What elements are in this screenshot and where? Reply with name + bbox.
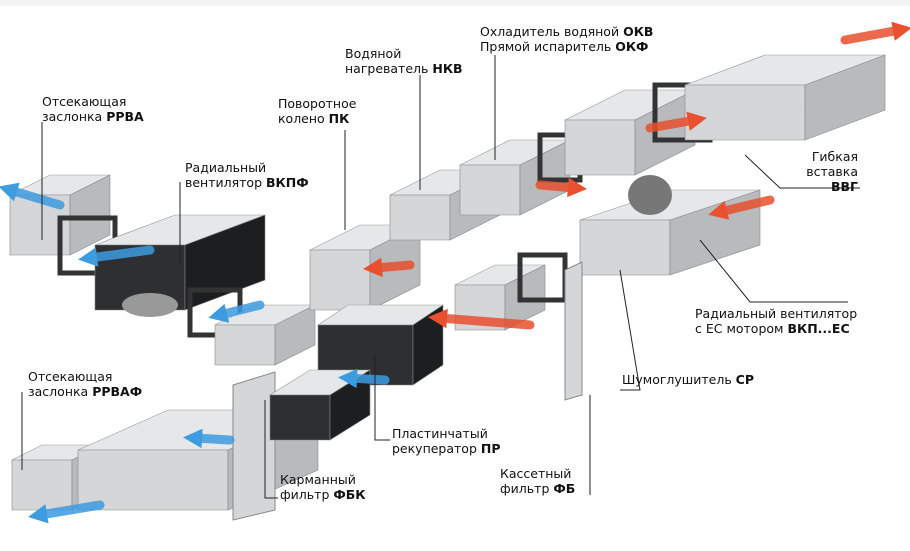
- arrow-in-1-shaft: [5, 185, 65, 210]
- arrow-out-3-head: [567, 177, 587, 198]
- arrow-in-4-head: [338, 368, 358, 389]
- damper-rrvaf-front: [11, 459, 73, 511]
- arrow-out-6-head: [363, 257, 383, 278]
- pocket-filter-fbk-front: [269, 394, 331, 441]
- arrow-out-4-shaft: [715, 195, 775, 217]
- arrow-out-2-shaft: [645, 115, 700, 133]
- damper-rrva-side: [69, 174, 111, 256]
- arrow-out-4-head: [708, 200, 730, 220]
- duct-1-front: [214, 324, 276, 366]
- flex-vvg-front: [684, 84, 806, 141]
- leader-fbk: [264, 400, 278, 499]
- cassette-filter-fb: [564, 261, 583, 401]
- flex-vvg-side: [804, 54, 886, 141]
- elbow-pk-front: [309, 249, 371, 311]
- top-band: [0, 0, 910, 6]
- fan-vkpf-side: [184, 214, 266, 311]
- cooler-2-front: [564, 119, 636, 176]
- arrow-in-6-head: [28, 504, 49, 524]
- arrow-in-5-head: [183, 428, 203, 449]
- recuperator-pr-side: [412, 304, 444, 386]
- arrow-out-5-shaft: [435, 313, 535, 330]
- arrow-in-3-head: [208, 303, 230, 323]
- arrow-out-2-head: [686, 111, 707, 131]
- fan-impeller: [122, 293, 178, 317]
- leader-pr: [374, 355, 390, 441]
- arrow-out-1-shaft: [840, 25, 905, 45]
- leader-vvg: [744, 154, 860, 189]
- heater-nkv-front: [389, 194, 451, 241]
- leader-sr: [619, 269, 641, 391]
- fan-vkp-ec-front: [579, 219, 671, 276]
- ec-fan-impeller: [628, 175, 672, 215]
- arrow-out-5-head: [428, 308, 448, 329]
- label-sr: Шумоглушитель СР: [622, 372, 755, 387]
- cooler-okv-front: [459, 164, 521, 216]
- duct-1-side: [274, 304, 316, 366]
- leader-vkp-ec: [699, 239, 848, 303]
- cooler-2-side: [634, 89, 696, 176]
- arrow-in-2-shaft: [85, 245, 155, 263]
- arrow-out-1-head: [891, 21, 910, 41]
- arrow-in-2-head: [78, 247, 99, 267]
- arrow-in-6-shaft: [35, 500, 105, 520]
- arrow-in-1-head: [0, 182, 20, 202]
